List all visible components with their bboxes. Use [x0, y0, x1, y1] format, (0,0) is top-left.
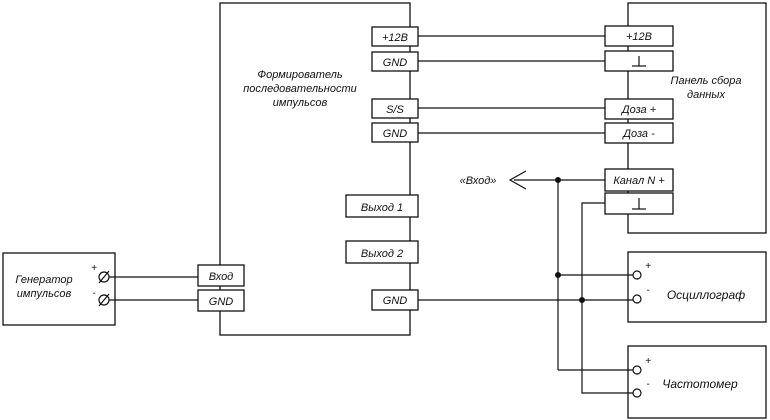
wiring: «Вход»	[109, 35, 633, 394]
shaper-port-out1: Выход 1	[345, 194, 419, 218]
generator-minus-terminal-icon	[98, 293, 110, 307]
data-panel-title-line-1: Панель сбора	[671, 75, 742, 87]
shaper-port-input: Вход	[197, 264, 245, 287]
pulse-generator-title-line-2: импульсов	[17, 288, 72, 300]
panel-port-12v-label: +12В	[626, 31, 652, 43]
shaper-port-gnd-mid-label: GND	[383, 128, 408, 140]
panel-port-dose-plus-label: Доза +	[620, 104, 657, 116]
oscilloscope-plus-sign: +	[645, 261, 651, 272]
panel-port-dose-plus: Доза +	[604, 98, 674, 120]
pulse-shaper-title-line-2: последовательности	[243, 83, 357, 95]
shaper-port-out2-label: Выход 2	[361, 248, 403, 260]
generator-minus-sign: -	[92, 288, 96, 299]
panel-port-channel: Канал N +	[604, 168, 674, 192]
shaper-port-ss-label: S/S	[386, 104, 404, 116]
pulse-shaper-block: Формирователь последовательности импульс…	[197, 2, 419, 336]
pulse-generator-title-line-1: Генератор	[15, 274, 72, 286]
shaper-port-gnd-bottom: GND	[371, 289, 419, 311]
frequency-meter-plus-sign: +	[645, 356, 651, 367]
shaper-port-gnd-input: GND	[197, 289, 245, 312]
frequency-meter-body	[627, 345, 767, 419]
oscilloscope: + - Осциллограф	[627, 251, 767, 323]
wire-channel-ground-return	[581, 202, 633, 394]
panel-port-channel-ground	[604, 192, 674, 215]
panel-port-ground	[604, 50, 674, 72]
shaper-port-out1-label: Выход 1	[361, 202, 403, 214]
panel-port-dose-minus: Доза -	[604, 122, 674, 144]
shaper-port-gnd-bottom-label: GND	[383, 295, 408, 307]
ground-symbol-icon	[632, 56, 646, 67]
input-arrow-icon	[508, 170, 527, 190]
shaper-port-12v-label: +12В	[382, 32, 408, 44]
data-acquisition-panel: Панель сбора данных +12В Доза + Доза - К…	[604, 2, 767, 234]
shaper-port-gnd-top-label: GND	[383, 57, 408, 69]
junction-dot	[579, 297, 585, 303]
data-panel-title-line-2: данных	[687, 89, 725, 101]
oscilloscope-minus-terminal-icon	[632, 294, 642, 304]
junction-dot	[555, 177, 561, 183]
junction-dot	[555, 272, 561, 278]
shaper-port-input-label: Вход	[209, 271, 234, 283]
generator-plus-terminal-icon	[98, 270, 110, 284]
panel-port-channel-label: Канал N +	[613, 175, 665, 187]
shaper-port-ss: S/S	[371, 98, 419, 119]
oscilloscope-minus-sign: -	[646, 285, 650, 296]
oscilloscope-label: Осциллограф	[667, 288, 745, 302]
shaper-port-12v: +12В	[371, 26, 419, 47]
frequency-meter-label: Частотомер	[662, 377, 738, 391]
shaper-port-gnd-top: GND	[371, 51, 419, 72]
pulse-shaper-title-line-1: Формирователь	[257, 69, 342, 81]
pulse-shaper-title-line-3: импульсов	[273, 97, 328, 109]
pulse-generator: Генератор импульсов + -	[2, 252, 116, 326]
oscilloscope-body	[627, 251, 767, 323]
frequency-meter: + - Частотомер	[627, 345, 767, 419]
panel-port-12v: +12В	[604, 25, 674, 47]
shaper-port-out2: Выход 2	[345, 240, 419, 264]
input-arrow-label: «Вход»	[460, 175, 497, 187]
ground-symbol-icon	[632, 198, 646, 210]
shaper-port-gnd-input-label: GND	[209, 296, 234, 308]
frequency-meter-minus-sign: -	[646, 379, 650, 390]
panel-port-dose-minus-label: Доза -	[621, 128, 655, 140]
shaper-port-gnd-mid: GND	[371, 122, 419, 143]
generator-plus-sign: +	[91, 263, 97, 274]
pulse-generator-body	[2, 252, 116, 326]
oscilloscope-plus-terminal-icon	[632, 270, 642, 280]
frequency-meter-plus-terminal-icon	[632, 365, 642, 375]
frequency-meter-minus-terminal-icon	[632, 388, 642, 398]
